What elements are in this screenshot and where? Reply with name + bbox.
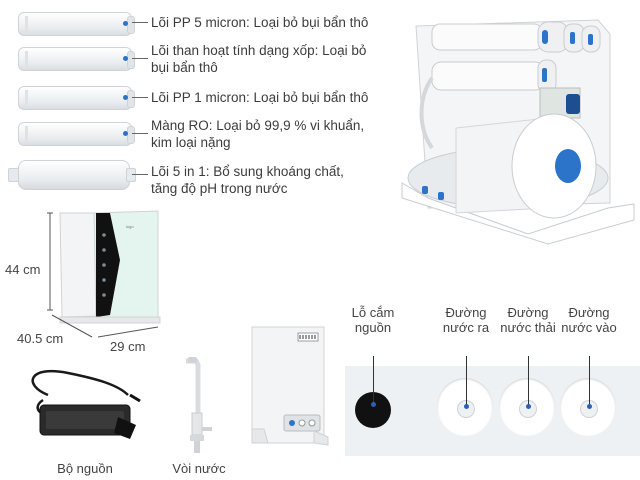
leader-line [466,356,467,406]
power-adapter-label: Bộ nguồn [57,461,113,476]
leader-line [132,174,148,175]
ro-membrane-icon [18,122,135,146]
svg-text:logo: logo [126,224,134,229]
power-socket-label: Lỗ cắm nguồn [351,305,395,335]
width-label: 29 cm [110,339,146,354]
marker-dot [464,404,469,409]
inlet-label: Đường nước vào [561,305,617,335]
depth-label: 40.5 cm [17,331,64,346]
leader-line [589,356,590,406]
leader-line [132,22,148,23]
leader-line [132,97,148,98]
purifier-cabinet: logo [47,210,161,338]
purifier-internal-view [401,19,635,245]
carbon-cartridge-icon [18,47,135,71]
filter-label-ro: Màng RO: Loại bỏ 99,9 % vi khuẩn, kim lo… [151,118,365,150]
leader-line [132,133,148,134]
filter-label-pp5: Lõi PP 5 micron: Loại bỏ bụi bẩn thô [151,15,369,30]
leader-line [373,356,374,404]
leader-line [528,356,529,406]
filter-label-carbon: Lõi than hoạt tính dạng xốp: Loại bỏ bụi… [151,43,367,75]
outlet-label: Đường nước ra [442,305,490,335]
leader-line [132,58,148,59]
cabinet-back-view [251,326,329,446]
waste-label: Đường nước thải [500,305,556,335]
marker-dot [526,404,531,409]
faucet-icon [186,357,212,453]
mineral-cartridge-icon [8,160,136,190]
pp1-cartridge-icon [18,86,135,110]
marker-dot [371,402,376,407]
power-adapter-icon [31,370,141,439]
faucet-label: Vòi nước [172,461,226,476]
pp5-cartridge-icon [18,12,135,36]
height-label: 44 cm [5,262,41,277]
marker-dot [587,404,592,409]
filter-label-pp1: Lõi PP 1 micron: Loại bỏ bụi bẩn thô [151,90,369,105]
filter-label-mineral: Lõi 5 in 1: Bổ sung khoáng chất, tăng độ… [151,164,344,196]
